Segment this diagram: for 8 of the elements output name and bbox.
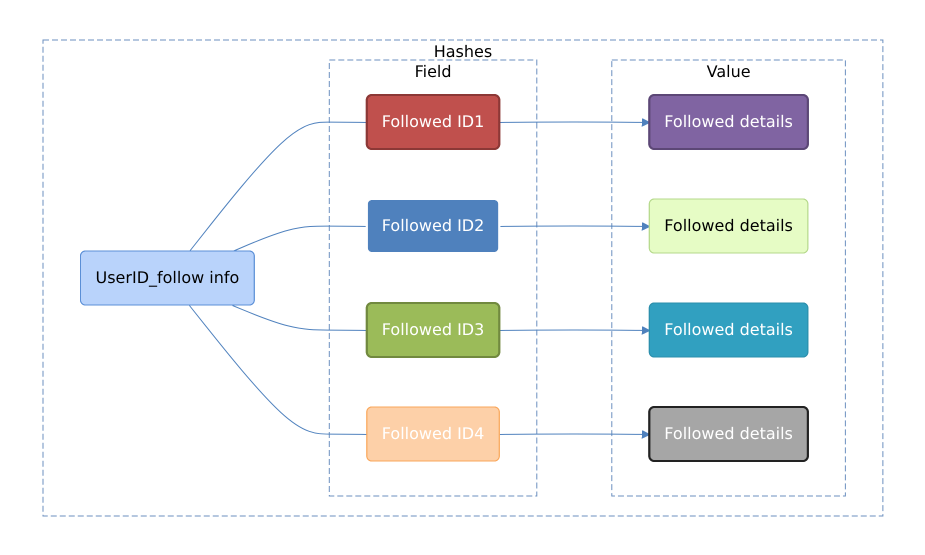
arrow bbox=[498, 430, 650, 438]
arrow bbox=[498, 222, 650, 230]
arrow bbox=[498, 118, 650, 126]
connector bbox=[232, 304, 368, 330]
connector bbox=[232, 225, 368, 252]
arrow bbox=[498, 326, 650, 334]
connector bbox=[188, 304, 368, 434]
connector bbox=[188, 121, 368, 252]
